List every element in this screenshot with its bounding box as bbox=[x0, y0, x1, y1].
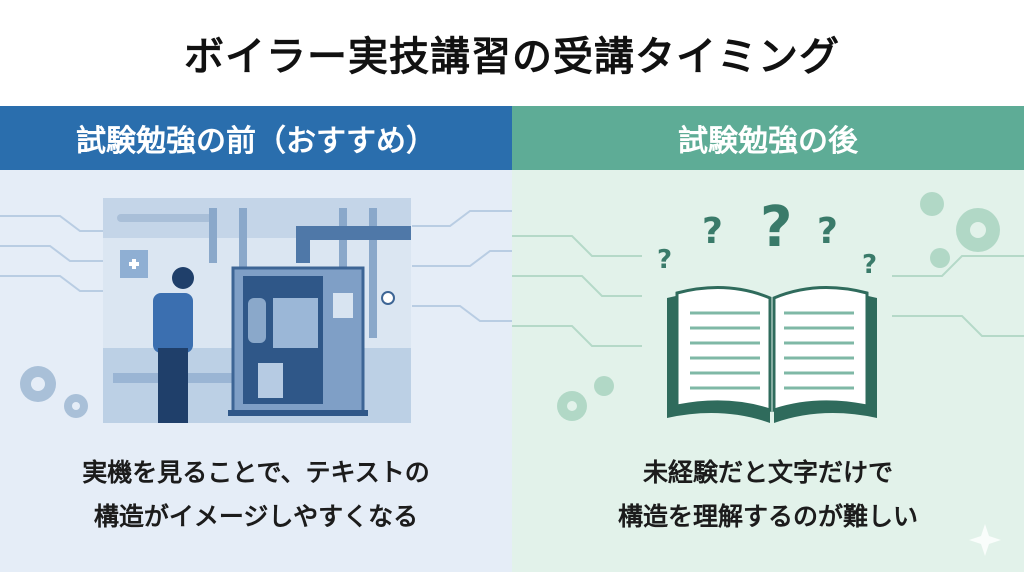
caption-line: 構造を理解するのが難しい bbox=[617, 502, 918, 531]
svg-text:?: ? bbox=[817, 211, 838, 252]
after-study-header: 試験勉強の後 bbox=[512, 106, 1024, 170]
person-thinking-icon bbox=[153, 267, 194, 423]
caption-line: 構造がイメージしやすくなる bbox=[93, 502, 419, 531]
svg-text:?: ? bbox=[862, 250, 877, 280]
boiler-room-illustration bbox=[103, 198, 411, 423]
svg-text:?: ? bbox=[702, 211, 723, 252]
before-study-caption: 実機を見ることで、テキストの 構造がイメージしやすくなる bbox=[0, 451, 512, 539]
caption-line: 未経験だと文字だけで bbox=[642, 458, 893, 487]
svg-text:?: ? bbox=[657, 245, 672, 275]
gear-icon bbox=[20, 366, 88, 418]
circuit-lines-decoration bbox=[512, 192, 1024, 556]
circuit-lines-decoration bbox=[0, 210, 512, 418]
caption-line: 実機を見ることで、テキストの bbox=[82, 458, 430, 487]
before-study-header: 試験勉強の前（おすすめ） bbox=[0, 106, 512, 170]
question-marks-icon: ? ? ? ? ? bbox=[657, 195, 877, 280]
page-title: ボイラー実技講習の受講タイミング bbox=[184, 34, 840, 80]
after-study-panel: 試験勉強の後 ? ? ? ? ? bbox=[512, 106, 1024, 572]
gear-icon bbox=[557, 192, 1000, 421]
open-book-icon bbox=[667, 286, 877, 423]
svg-text:?: ? bbox=[760, 195, 792, 260]
before-study-panel: 試験勉強の前（おすすめ） 実機を見るこ bbox=[0, 106, 512, 572]
sparkle-icon bbox=[969, 524, 1001, 556]
after-study-caption: 未経験だと文字だけで 構造を理解するのが難しい bbox=[512, 451, 1024, 539]
pressure-gauge-icon bbox=[381, 291, 395, 305]
open-book-question-illustration: ? ? ? ? ? bbox=[657, 195, 877, 423]
